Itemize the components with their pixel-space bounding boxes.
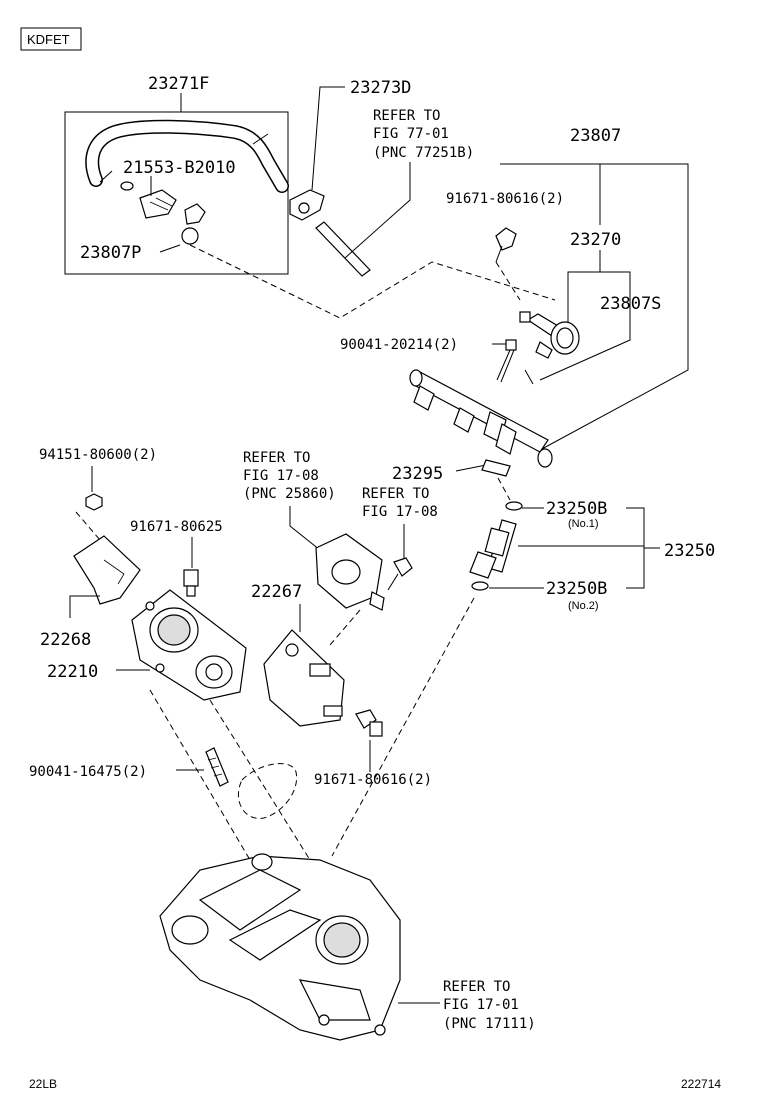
label-23273D: 23273D — [350, 78, 411, 98]
refer-77-line1: REFER TO — [373, 108, 440, 124]
stud-icon — [205, 747, 229, 787]
engine-code-badge: KDFET — [20, 27, 82, 51]
label-23250B-2-sub: (No.2) — [568, 600, 599, 612]
hose-icon — [85, 119, 289, 193]
gasket-icon — [237, 763, 298, 819]
label-22210: 22210 — [47, 662, 98, 682]
label-23295: 23295 — [392, 464, 443, 484]
pressure-regulator-icon — [519, 311, 580, 359]
label-23807: 23807 — [570, 126, 621, 146]
stud-bolt-icon — [496, 339, 517, 383]
refer-17-01-line2: FIG 17-01 — [443, 997, 519, 1013]
refer-17-08b-line2: FIG 17-08 — [362, 504, 438, 520]
label-23250B-1: 23250B — [546, 499, 607, 519]
injector-icon — [469, 501, 523, 591]
label-23250B-1-sub: (No.1) — [568, 518, 599, 530]
intake-manifold-icon — [159, 853, 401, 1041]
hose-clamp-23273D — [289, 189, 325, 221]
hose-group-box — [64, 111, 289, 275]
vsv-icon — [315, 533, 385, 611]
refer-17-08b-line1: REFER TO — [362, 486, 429, 502]
label-91671-80625: 91671-80625 — [130, 519, 223, 535]
bolt-icon-bottom — [355, 709, 383, 737]
clamp-icon — [139, 189, 206, 245]
label-22267: 22267 — [251, 582, 302, 602]
label-94151-80600: 94151-80600(2) — [39, 447, 157, 463]
nut-icon — [85, 493, 103, 511]
refer-17-08a-line1: REFER TO — [243, 450, 310, 466]
label-22268: 22268 — [40, 630, 91, 650]
bolt-icon-vsv — [387, 557, 413, 591]
refer-17-08a-line2: FIG 17-08 — [243, 468, 319, 484]
label-91671-80616-top: 91671-80616(2) — [446, 191, 564, 207]
sensor-bracket-22267-icon — [263, 629, 345, 727]
refer-77-line2: FIG 77-01 — [373, 126, 449, 142]
label-23807P: 23807P — [80, 243, 141, 263]
refer-17-08a-line3: (PNC 25860) — [243, 486, 336, 502]
sensor-icon — [183, 569, 199, 597]
label-23250B-2: 23250B — [546, 579, 607, 599]
label-21553-B2010: 21553-B2010 — [123, 158, 236, 178]
footer-right: 222714 — [681, 1077, 721, 1091]
throttle-body-icon — [131, 589, 247, 701]
refer-17-01-line1: REFER TO — [443, 979, 510, 995]
label-23270: 23270 — [570, 230, 621, 250]
label-23807S: 23807S — [600, 294, 661, 314]
insulator-icon — [481, 459, 511, 477]
label-23250: 23250 — [664, 541, 715, 561]
fuel-rail-icon — [409, 369, 553, 468]
label-90041-20214: 90041-20214(2) — [340, 337, 458, 353]
vacuum-pipe-icon — [315, 221, 371, 277]
engine-code: KDFET — [27, 32, 70, 47]
refer-77-line3: (PNC 77251B) — [373, 145, 474, 161]
label-91671-80616-bottom: 91671-80616(2) — [314, 772, 432, 788]
label-23271F: 23271F — [148, 74, 209, 94]
footer-left: 22LB — [29, 1077, 57, 1091]
label-90041-16475: 90041-16475(2) — [29, 764, 147, 780]
bolt-icon — [495, 227, 517, 263]
refer-17-01-line3: (PNC 17111) — [443, 1016, 536, 1032]
bracket-22268-icon — [73, 535, 141, 605]
